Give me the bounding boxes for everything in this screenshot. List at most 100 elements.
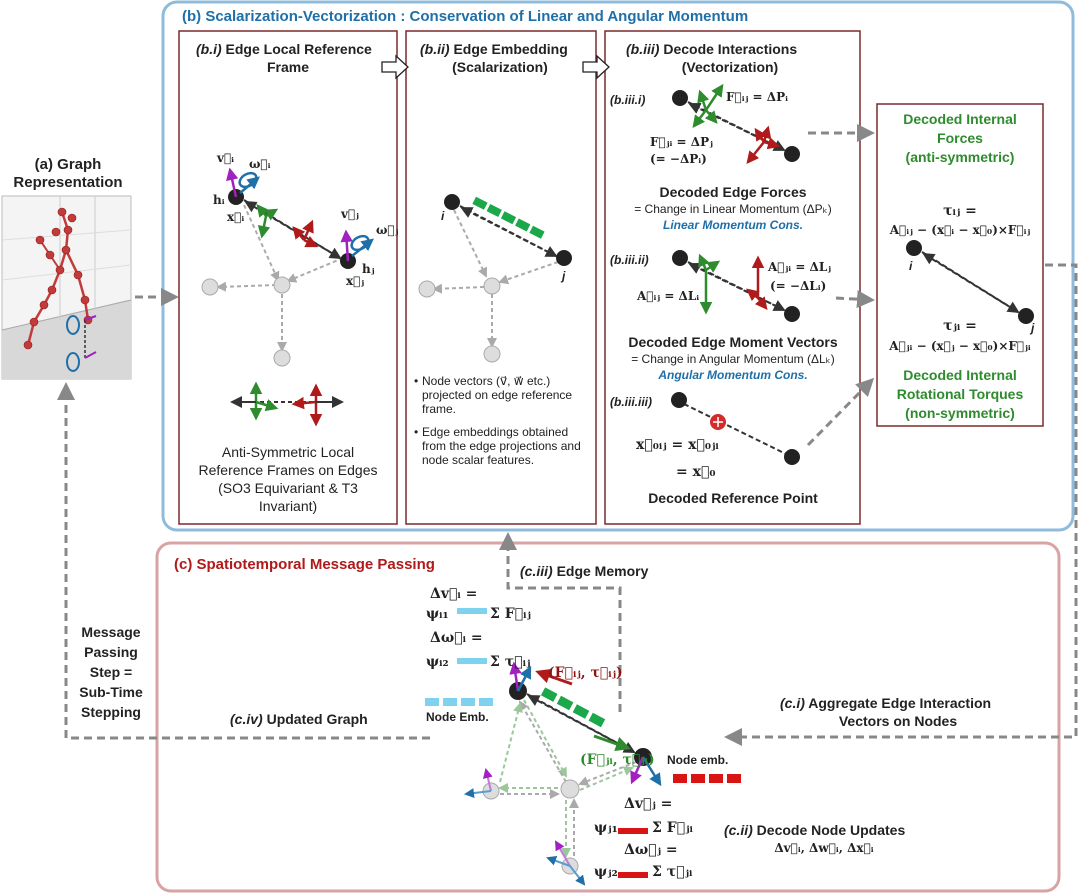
c-node-emb-left: Node Emb. [426,710,489,724]
bi-x-j: x⃗ⱼ [346,274,365,288]
bi-caption-1: Anti-Symmetric Local [221,444,355,460]
c-ftau-ji: (F⃗ⱼᵢ, τ⃗ⱼᵢ) [580,752,655,768]
biii-title-line2: (Vectorization) [681,59,779,75]
bi-title: (b.i) Edge Local Reference [196,41,372,57]
arrow-moments-right [835,290,875,309]
node-emb-chips-right [673,774,741,783]
loop-line2: Passing [84,644,138,660]
biii-fji-eq-2: (= −ΔPᵢ) [650,152,707,166]
arrow-updated-graph [57,382,430,740]
panel-right-frame [876,103,1044,427]
bii-bullet-2: Edge embeddings obtained from the edge p… [422,425,581,468]
biii-aij-eq: A⃗ᵢⱼ = ΔLᵢ [637,289,700,303]
right-torques-2: Rotational Torques [896,386,1024,402]
bii-bullet-dot-2: • [414,425,419,439]
bi-h-j: hⱼ [362,262,375,276]
c-sum-tji: Σ τ⃗ⱼᵢ [652,864,693,880]
ci-label-line2: Vectors on Nodes [838,713,958,729]
bi-graph [201,167,374,367]
bi-caption-4: Invariant) [258,498,318,514]
biii-moment-sub: = Change in Angular Momentum (ΔLₖ) [631,352,835,366]
biii-forces-sub: = Change in Linear Momentum (ΔPₖ) [634,202,832,216]
right-torques-1: Decoded Internal [903,367,1017,383]
bii-node-i: i [441,209,445,223]
psi-chips [457,608,648,878]
c-ftau-ij: (F⃗ᵢⱼ, τ⃗ᵢⱼ) [548,665,623,681]
biii-aji-eq-1: A⃗ⱼᵢ = ΔLⱼ [768,260,832,274]
biii-title: (b.iii) Decode Interactions [626,41,798,57]
right-tau-ji-1: τⱼᵢ = [943,318,977,334]
cii-sub: Δv⃗ᵢ, Δw⃗ᵢ, Δx⃗ᵢ [774,841,874,855]
biii-sub2: (b.iii.ii) [610,253,649,267]
bi-title-line2: Frame [266,59,310,75]
c-psi-j2: ψⱼ₂ [594,864,618,880]
block-arrow-2 [582,54,610,80]
bi-h-i: hᵢ [213,193,225,207]
right-tau-ij-2: A⃗ᵢⱼ − (x⃗ᵢ − x⃗₀)×F⃗ᵢⱼ [889,223,1031,237]
right-tau-ij-1: τᵢⱼ = [943,203,977,219]
panel-bi-frame [178,30,398,525]
graph-thumbnail [1,195,132,380]
biii-sub1: (b.iii.i) [610,93,646,107]
biii-ref-title: Decoded Reference Point [648,490,818,506]
bi-omega-j: ω⃗ⱼ [376,223,399,237]
biii-fij-eq: F⃗ᵢⱼ = ΔPᵢ [726,90,788,104]
biii-x0-eq-2: = x⃗₀ [676,464,716,480]
bii-bullet-1: Node vectors (v⃗, w⃗ etc.) projected on … [422,374,573,417]
ci-label: (c.i) Aggregate Edge Interaction [780,695,992,711]
panel-a-title-2: Representation [13,174,123,191]
biii-forces-cons: Linear Momentum Cons. [662,218,804,232]
biii-moment-title: Decoded Edge Moment Vectors [628,334,838,350]
c-sum-tij: Σ τ⃗ᵢⱼ [490,654,531,670]
biii-aji-eq-2: (= −ΔLᵢ) [770,279,827,293]
bii-title: (b.ii) Edge Embedding [420,41,568,57]
c-psi-j1: ψⱼ₁ [594,820,618,836]
biii-moment-cons: Angular Momentum Cons. [658,368,808,382]
c-psi-i2: ψᵢ₂ [426,654,449,670]
biii-forces-graphic [672,83,800,164]
biii-fji-eq-1: F⃗ⱼᵢ = ΔPⱼ [650,135,713,149]
cii-label: (c.ii) Decode Node Updates [724,822,906,838]
bii-title-line2: (Scalarization) [452,59,548,75]
c-dv-i: Δv⃗ᵢ = [430,586,478,602]
right-node-j: j [1031,321,1035,335]
bi-v-i: v⃗ᵢ [217,151,235,165]
loop-line4: Sub-Time [79,684,143,700]
right-forces-2: Forces [937,130,983,146]
loop-line3: Step = [89,664,133,680]
loop-line5: Stepping [81,704,141,720]
biii-x0-eq-1: x⃗₀ᵢⱼ = x⃗₀ⱼᵢ [636,437,719,453]
bii-graph [418,194,572,363]
right-forces-1: Decoded Internal [903,111,1017,127]
civ-label: (c.iv) Updated Graph [230,711,368,727]
block-arrow-1 [381,54,409,80]
loop-line1: Message [81,624,141,640]
biii-forces-title: Decoded Edge Forces [659,184,807,200]
right-node-i: i [909,259,913,273]
panel-a-title-1: (a) Graph [34,156,102,173]
biii-moments-graphic [672,250,800,322]
c-dw-i: Δω⃗ᵢ = [430,630,483,646]
right-edge-graphic [906,240,1034,324]
bi-caption-3: (SO3 Equivariant & T3 [218,480,358,496]
biii-sub3: (b.iii.iii) [610,395,652,409]
ciii-label: (c.iii) Edge Memory [520,563,649,579]
panel-b-title: (b) Scalarization-Vectorization : Conser… [182,8,749,25]
bii-bullet-dot-1: • [414,374,419,388]
right-torques-3: (non-symmetric) [905,405,1015,421]
bii-node-j: j [562,269,566,283]
right-forces-3: (anti-symmetric) [905,149,1015,165]
c-sum-fji: Σ F⃗ⱼᵢ [652,820,693,836]
c-dw-j: Δω⃗ⱼ = [624,842,678,858]
right-tau-ji-2: A⃗ⱼᵢ − (x⃗ⱼ − x⃗₀)×F⃗ⱼᵢ [889,339,1031,353]
panel-c-title: (c) Spatiotemporal Message Passing [174,556,435,573]
bi-x-i: x⃗ᵢ [227,210,245,224]
panel-biii-frame [604,30,861,525]
bi-caption-2: Reference Frames on Edges [198,462,378,478]
arrow-edge-memory [499,532,622,712]
c-node-emb-right: Node emb. [667,753,729,767]
bi-v-j: v⃗ⱼ [341,207,359,221]
arrow-ref-right [806,377,875,447]
